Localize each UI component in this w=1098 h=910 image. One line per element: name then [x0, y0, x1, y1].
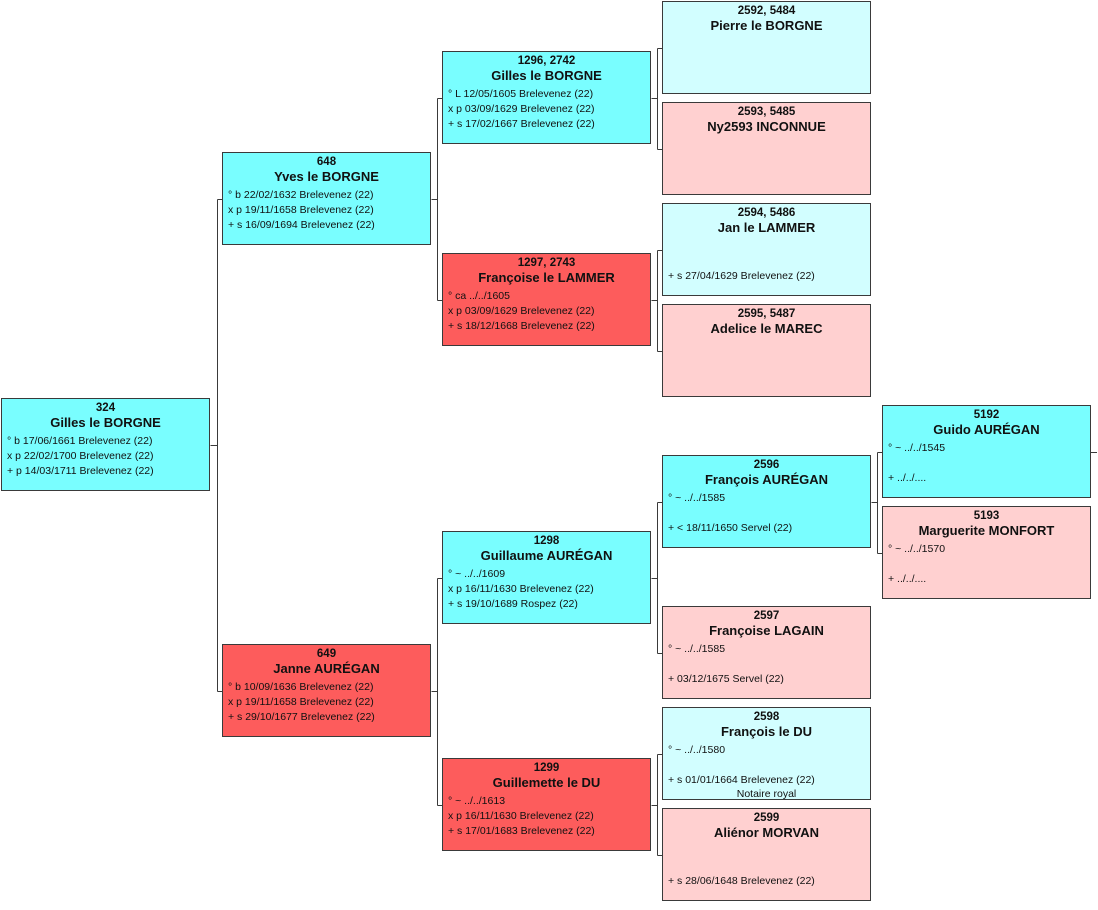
life-event: ° ~ ../../1580: [668, 744, 726, 756]
life-event: + s 17/02/1667 Brelevenez (22): [448, 118, 595, 130]
life-event: ° b 17/06/1661 Brelevenez (22): [7, 435, 153, 447]
person-name: Françoise le LAMMER: [478, 270, 615, 285]
life-event: ° ~ ../../1585: [668, 643, 726, 655]
life-event: ° ~ ../../1609: [448, 568, 506, 580]
life-event: + s 29/10/1677 Brelevenez (22): [228, 711, 375, 723]
life-event: + s 27/04/1629 Brelevenez (22): [668, 270, 815, 282]
life-event: x p 19/11/1658 Brelevenez (22): [228, 696, 374, 708]
person-name: Gilles le BORGNE: [491, 68, 602, 83]
person-name: Ny2593 INCONNUE: [707, 119, 826, 134]
person-name: Guillaume AURÉGAN: [480, 548, 613, 563]
life-event: x p 19/11/1658 Brelevenez (22): [228, 204, 374, 216]
life-event: ° L 12/05/1605 Brelevenez (22): [448, 88, 594, 100]
life-event: ° ~ ../../1570: [888, 543, 946, 555]
life-event: + p 14/03/1711 Brelevenez (22): [7, 465, 154, 477]
person-name: François le DU: [720, 724, 813, 739]
life-event: + s 18/12/1668 Brelevenez (22): [448, 320, 595, 332]
sosa-number: 2596: [753, 459, 780, 471]
person-name: Gilles le BORGNE: [50, 415, 161, 430]
person-name: Janne AURÉGAN: [273, 661, 380, 676]
sosa-number: 649: [316, 648, 337, 660]
life-event: + < 18/11/1650 Servel (22): [668, 522, 793, 534]
person-name: Pierre le BORGNE: [710, 18, 823, 33]
life-event: ° ~ ../../1585: [668, 492, 726, 504]
sosa-number: 2594, 5486: [737, 207, 796, 219]
sosa-number: 2597: [753, 610, 780, 622]
life-event: ° ~ ../../1613: [448, 795, 506, 807]
sosa-number: 5192: [973, 409, 1000, 421]
life-event: + s 16/09/1694 Brelevenez (22): [228, 219, 375, 231]
sosa-number: 648: [316, 156, 337, 168]
life-event: + ../../....: [888, 472, 927, 484]
sosa-number: 324: [95, 402, 116, 414]
life-event: + s 28/06/1648 Brelevenez (22): [668, 875, 815, 887]
sosa-number: 2593, 5485: [737, 106, 796, 118]
person-note: Notaire royal: [736, 788, 797, 800]
life-event: ° ca ../../1605: [448, 290, 510, 302]
life-event: + 03/12/1675 Servel (22): [668, 673, 784, 685]
person-name: Françoise LAGAIN: [709, 623, 824, 638]
person-name: Guillemette le DU: [492, 775, 601, 790]
sosa-number: 5193: [973, 510, 1000, 522]
life-event: ° b 10/09/1636 Brelevenez (22): [228, 681, 374, 693]
life-event: + s 17/01/1683 Brelevenez (22): [448, 825, 595, 837]
sosa-number: 2599: [753, 812, 780, 824]
life-event: + s 19/10/1689 Rospez (22): [448, 598, 578, 610]
sosa-number: 1296, 2742: [517, 55, 576, 67]
life-event: x p 16/11/1630 Brelevenez (22): [448, 810, 594, 822]
life-event: x p 03/09/1629 Brelevenez (22): [448, 305, 595, 317]
life-event: x p 03/09/1629 Brelevenez (22): [448, 103, 595, 115]
life-event: x p 16/11/1630 Brelevenez (22): [448, 583, 594, 595]
life-event: + ../../....: [888, 573, 927, 585]
person-name: Yves le BORGNE: [274, 169, 379, 184]
sosa-number: 2598: [753, 711, 780, 723]
life-event: + s 01/01/1664 Brelevenez (22): [668, 774, 815, 786]
person-name: Adelice le MAREC: [710, 321, 823, 336]
person-name: Marguerite MONFORT: [918, 523, 1055, 538]
person-name: Jan le LAMMER: [717, 220, 816, 235]
life-event: ° b 22/02/1632 Brelevenez (22): [228, 189, 374, 201]
sosa-number: 1298: [533, 535, 560, 547]
life-event: ° ~ ../../1545: [888, 442, 946, 454]
life-event: x p 22/02/1700 Brelevenez (22): [7, 450, 154, 462]
person-name: François AURÉGAN: [704, 472, 829, 487]
person-name: Aliénor MORVAN: [714, 825, 819, 840]
sosa-number: 1297, 2743: [517, 257, 576, 269]
sosa-number: 1299: [533, 762, 560, 774]
sosa-number: 2595, 5487: [737, 308, 796, 320]
person-name: Guido AURÉGAN: [933, 422, 1040, 437]
sosa-number: 2592, 5484: [737, 5, 796, 17]
